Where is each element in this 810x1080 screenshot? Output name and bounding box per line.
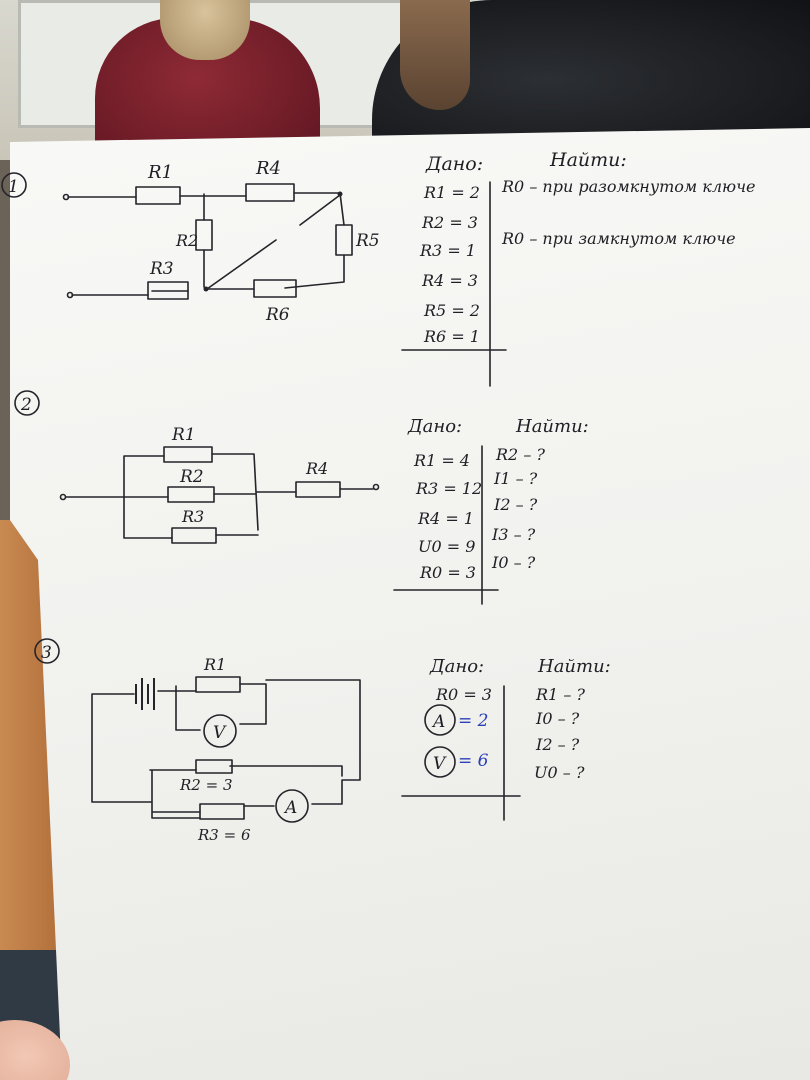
given-2-r3: R3 = 12 [415, 479, 482, 498]
voltmeter [203, 714, 237, 748]
circuit-3: V A R1 R2 = 3 R3 = 6 [91, 655, 361, 844]
label-r4: R4 [255, 158, 281, 179]
find-2-i0: I0 – ? [491, 553, 536, 572]
circuit-1-branches [203, 193, 341, 290]
ammeter-label: A [283, 798, 297, 818]
problem-1-number-circle [1, 172, 27, 198]
problem-1: 1 R1 R4 R2 R5 R3 R6 Да [1, 149, 756, 387]
voltmeter-label: V [213, 723, 227, 743]
circuit-2-wires [65, 453, 374, 539]
given-voltmeter-circle [424, 746, 456, 778]
given-2-r1: R1 = 4 [413, 451, 470, 470]
label-r3: R3 = 6 [197, 826, 251, 844]
given-divider-3 [401, 685, 521, 821]
label-r3: R3 [181, 507, 204, 526]
junction [203, 286, 209, 292]
label-r4: R4 [305, 459, 328, 478]
given-1-r5: R5 = 2 [423, 301, 480, 320]
problem-3-number-circle [34, 638, 60, 664]
find-2-i1: I1 – ? [493, 469, 538, 488]
given-3-r0: R0 = 3 [435, 685, 492, 704]
find-3-u0: U0 – ? [534, 763, 585, 782]
given-title-3: Дано: [429, 656, 484, 677]
resistor-r2 [195, 219, 213, 251]
given-1-r4: R4 = 3 [421, 271, 478, 290]
find-title-1: Найти: [549, 149, 627, 171]
given-3-v-value: = 6 [458, 751, 489, 771]
find-3-i0: I0 – ? [535, 709, 580, 728]
given-1-r3: R3 = 1 [419, 241, 476, 260]
resistor-r5 [335, 224, 353, 256]
label-r1: R1 [147, 162, 173, 183]
find-1-open: R0 – при разомкнутом ключе [501, 177, 756, 196]
ammeter [275, 789, 309, 823]
given-divider-1 [401, 181, 507, 387]
given-3-a: A [431, 712, 445, 732]
resistor-r1 [135, 186, 181, 205]
problem-2: 2 R1 R2 R3 R4 Дано: Найти: R1 = 4 R3 = 1… [14, 390, 589, 605]
label-r5: R5 [355, 231, 380, 251]
resistor-r3 [199, 803, 245, 820]
circuit-1-wires [67, 192, 345, 296]
terminal [372, 483, 380, 491]
given-title-1: Дано: [425, 153, 483, 175]
find-title-2: Найти: [515, 416, 589, 437]
given-divider-2 [393, 445, 499, 605]
battery-symbol [135, 678, 155, 710]
given-title-2: Дано: [407, 416, 462, 437]
problem-2-number: 2 [20, 395, 32, 415]
problem-2-number-circle [14, 390, 40, 416]
resistor-r1 [195, 676, 241, 693]
student-hair-left [160, 0, 250, 60]
find-3-r1: R1 – ? [535, 685, 585, 704]
resistor-r2 [167, 486, 215, 503]
label-r2: R2 [179, 467, 204, 487]
circuit-2: R1 R2 R3 R4 [59, 425, 380, 544]
student-hair-right [400, 0, 470, 110]
resistor-r4 [245, 183, 295, 202]
given-1-r6: R6 = 1 [423, 327, 480, 346]
given-2-r0: R0 = 3 [419, 563, 476, 582]
given-2-r4: R4 = 1 [417, 509, 474, 528]
label-r3: R3 [149, 259, 174, 279]
label-r2: R2 [175, 231, 198, 250]
label-r1: R1 [203, 655, 226, 674]
resistor-r3 [147, 281, 189, 300]
label-r2: R2 = 3 [179, 776, 233, 794]
label-r6: R6 [265, 305, 290, 325]
problem-3-number: 3 [41, 643, 52, 663]
label-r1: R1 [171, 425, 196, 445]
resistor-r6 [253, 279, 297, 298]
terminal [59, 493, 67, 501]
given-2-u0: U0 = 9 [418, 537, 475, 556]
resistor-r1 [163, 446, 213, 463]
find-1-closed: R0 – при замкнутом ключе [501, 229, 736, 248]
circuit-1: R1 R4 R2 R5 R3 R6 [62, 158, 380, 325]
find-3-i2: I2 – ? [535, 735, 580, 754]
junction [337, 191, 343, 197]
resistor-r3 [171, 527, 217, 544]
resistor-r4 [295, 481, 341, 498]
resistor-r2 [195, 759, 233, 774]
find-title-3: Найти: [537, 656, 611, 677]
find-2-i2: I2 – ? [493, 495, 538, 514]
given-ammeter-circle [424, 704, 456, 736]
given-3-v: V [433, 754, 447, 774]
given-1-r2: R2 = 3 [421, 213, 478, 232]
given-3-a-value: = 2 [458, 711, 488, 731]
problem-1-number: 1 [8, 177, 19, 197]
given-1-r1: R1 = 2 [423, 183, 480, 202]
find-2-r2: R2 – ? [495, 445, 545, 464]
find-2-i3: I3 – ? [491, 525, 536, 544]
circuit-3-wires [91, 679, 361, 819]
problem-3: 3 V A R1 R2 = 3 R3 = 6 Дано: Найти: R0 =… [34, 638, 611, 844]
